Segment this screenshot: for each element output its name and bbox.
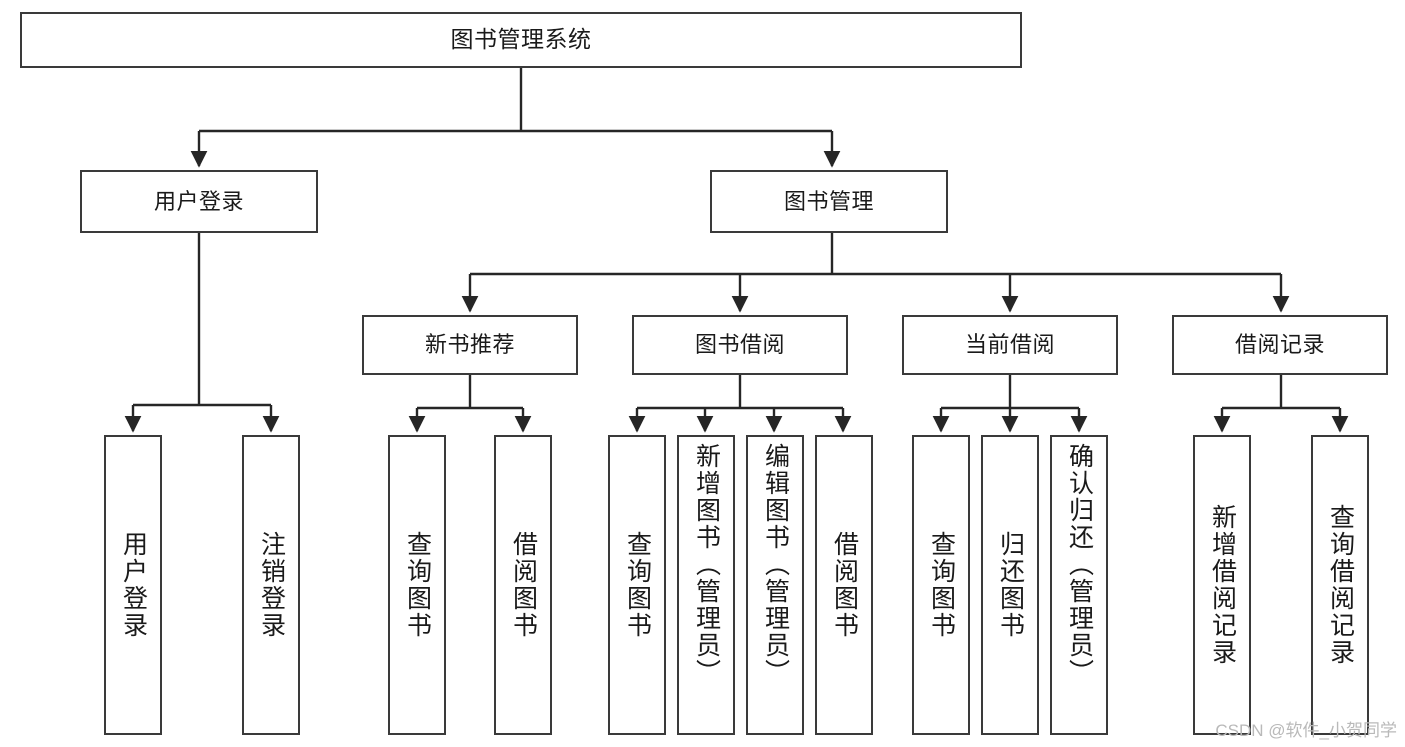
leaf-confirm-return-label: 确认归还（管理员） xyxy=(1065,443,1094,686)
node-current-borrow[interactable]: 当前借阅 xyxy=(902,315,1118,375)
leaf-edit-book[interactable]: 编辑图书（管理员） xyxy=(746,435,804,735)
node-book-manage-label: 图书管理 xyxy=(783,188,874,214)
leaf-add-record-label: 新增借阅记录 xyxy=(1208,504,1237,666)
leaf-query-book-1-label: 查询图书 xyxy=(403,531,432,639)
node-new-book-recommend-label: 新书推荐 xyxy=(424,332,515,358)
node-book-manage[interactable]: 图书管理 xyxy=(710,170,948,233)
node-borrow-record[interactable]: 借阅记录 xyxy=(1172,315,1388,375)
leaf-add-book[interactable]: 新增图书（管理员） xyxy=(677,435,735,735)
node-current-borrow-label: 当前借阅 xyxy=(964,332,1055,358)
watermark: CSDN @软件_小贺同学 xyxy=(1215,721,1397,740)
leaf-return-book-label: 归还图书 xyxy=(996,531,1025,639)
leaf-borrow-book-2[interactable]: 借阅图书 xyxy=(815,435,873,735)
leaf-query-record[interactable]: 查询借阅记录 xyxy=(1311,435,1369,735)
leaf-add-book-label: 新增图书（管理员） xyxy=(692,443,721,686)
node-root-label: 图书管理系统 xyxy=(450,26,592,53)
leaf-edit-book-label: 编辑图书（管理员） xyxy=(761,443,790,686)
node-book-borrow[interactable]: 图书借阅 xyxy=(632,315,848,375)
node-new-book-recommend[interactable]: 新书推荐 xyxy=(362,315,578,375)
node-borrow-record-label: 借阅记录 xyxy=(1234,332,1325,358)
leaf-query-book-3-label: 查询图书 xyxy=(927,531,956,639)
leaf-user-login[interactable]: 用户登录 xyxy=(104,435,162,735)
leaf-query-book-2-label: 查询图书 xyxy=(623,531,652,639)
node-user-login[interactable]: 用户登录 xyxy=(80,170,318,233)
leaf-query-book-3[interactable]: 查询图书 xyxy=(912,435,970,735)
leaf-query-book-2[interactable]: 查询图书 xyxy=(608,435,666,735)
leaf-logout[interactable]: 注销登录 xyxy=(242,435,300,735)
leaf-confirm-return[interactable]: 确认归还（管理员） xyxy=(1050,435,1108,735)
leaf-logout-label: 注销登录 xyxy=(257,531,286,639)
leaf-query-record-label: 查询借阅记录 xyxy=(1326,504,1355,666)
leaf-borrow-book-1-label: 借阅图书 xyxy=(509,531,538,639)
leaf-borrow-book-1[interactable]: 借阅图书 xyxy=(494,435,552,735)
node-book-borrow-label: 图书借阅 xyxy=(694,332,785,358)
leaf-return-book[interactable]: 归还图书 xyxy=(981,435,1039,735)
leaf-add-record[interactable]: 新增借阅记录 xyxy=(1193,435,1251,735)
leaf-borrow-book-2-label: 借阅图书 xyxy=(830,531,859,639)
leaf-query-book-1[interactable]: 查询图书 xyxy=(388,435,446,735)
node-root[interactable]: 图书管理系统 xyxy=(20,12,1022,68)
leaf-user-login-label: 用户登录 xyxy=(119,531,148,639)
node-user-login-label: 用户登录 xyxy=(153,188,244,214)
